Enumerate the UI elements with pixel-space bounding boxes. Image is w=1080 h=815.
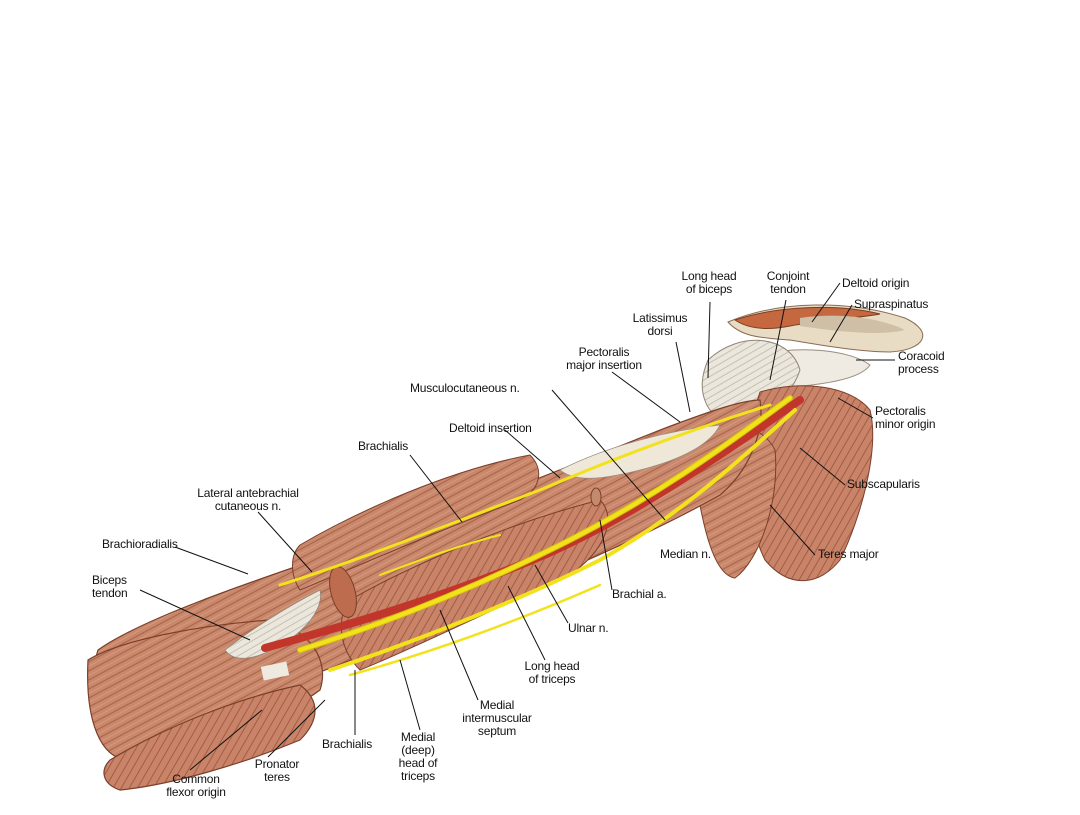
label-long-head-triceps: Long head of triceps	[524, 659, 580, 686]
label-pectoralis-major-insertion: Pectoralis major insertion	[566, 345, 642, 372]
label-common-flexor-origin: Common flexor origin	[166, 772, 226, 799]
label-deltoid-insertion: Deltoid insertion	[449, 421, 532, 435]
label-supraspinatus: Supraspinatus	[854, 297, 929, 311]
label-medial-deep-head-triceps: Medial (deep) head of triceps	[398, 730, 438, 783]
label-pectoralis-minor-origin: Pectoralis minor origin	[875, 404, 936, 431]
label-conjoint-tendon: Conjoint tendon	[766, 269, 810, 296]
label-brachial-a: Brachial a.	[612, 587, 667, 601]
label-biceps-tendon: Biceps tendon	[92, 573, 128, 600]
label-brachialis-bottom: Brachialis	[322, 737, 373, 751]
label-pronator-teres: Pronator teres	[254, 757, 300, 784]
shoulder-region	[689, 304, 924, 582]
label-deltoid-origin: Deltoid origin	[842, 276, 910, 290]
label-teres-major: Teres major	[818, 547, 879, 561]
label-brachialis-top: Brachialis	[358, 439, 409, 453]
label-subscapularis: Subscapularis	[847, 477, 920, 491]
label-ulnar-n: Ulnar n.	[568, 621, 609, 635]
label-brachioradialis: Brachioradialis	[102, 537, 178, 551]
label-musculocutaneous-n: Musculocutaneous n.	[410, 381, 520, 395]
label-latissimus-dorsi: Latissimus dorsi	[632, 311, 688, 338]
leader-lines	[139, 282, 895, 771]
label-medial-intermuscular-septum: Medial intermuscular septum	[462, 698, 532, 738]
label-median-n: Median n.	[660, 547, 711, 561]
label-coracoid-process: Coracoid process	[898, 349, 945, 376]
label-long-head-biceps: Long head of biceps	[681, 269, 737, 296]
nerves	[278, 395, 797, 677]
label-lateral-antebrachial: Lateral antebrachial cutaneous n.	[197, 486, 299, 513]
